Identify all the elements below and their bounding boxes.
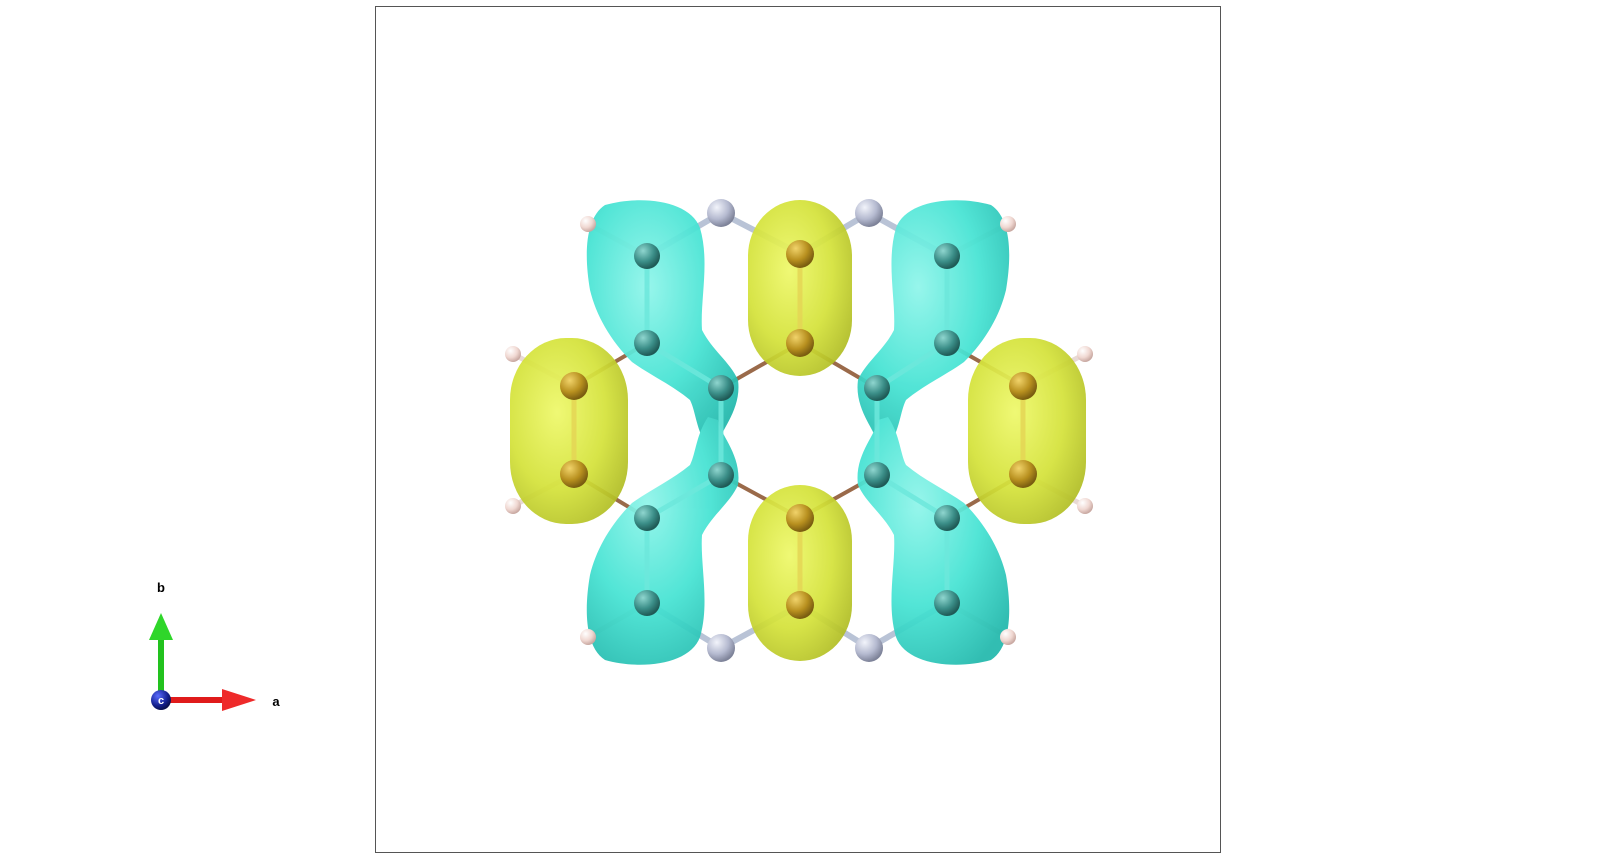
nitrogen-atom[interactable] <box>855 634 883 662</box>
cyan-lobe-lower-right <box>857 417 1010 665</box>
cyan-lobe-upper-left <box>586 200 739 448</box>
axis-c-label: c <box>158 695 164 707</box>
carbon-atom[interactable] <box>934 243 960 269</box>
nitrogen-atom[interactable] <box>707 634 735 662</box>
axis-b-arrowhead <box>149 613 173 640</box>
yellow-lobe-right <box>968 338 1086 524</box>
boron-atom[interactable] <box>1009 372 1037 400</box>
axis-c-dot <box>151 690 171 710</box>
yellow-lobe-left <box>510 338 628 524</box>
nitrogen-atom[interactable] <box>707 199 735 227</box>
carbon-atom[interactable] <box>934 505 960 531</box>
carbon-atom[interactable] <box>708 462 734 488</box>
hydrogen-atom[interactable] <box>505 346 521 362</box>
axes-indicator: c b a <box>149 580 280 711</box>
hydrogen-atom[interactable] <box>1077 498 1093 514</box>
boron-atom[interactable] <box>560 460 588 488</box>
carbon-atom[interactable] <box>634 505 660 531</box>
hydrogen-atom[interactable] <box>580 216 596 232</box>
axis-b-shaft <box>158 635 164 700</box>
carbon-atom[interactable] <box>634 590 660 616</box>
carbon-atom[interactable] <box>864 462 890 488</box>
nitrogen-atom[interactable] <box>855 199 883 227</box>
carbon-atom[interactable] <box>934 590 960 616</box>
inner-bonds <box>571 251 1026 608</box>
axis-a-shaft <box>163 697 225 703</box>
boron-atom[interactable] <box>786 591 814 619</box>
boron-atom[interactable] <box>786 240 814 268</box>
hydrogen-atom[interactable] <box>1000 629 1016 645</box>
boron-atom[interactable] <box>786 504 814 532</box>
boron-atom[interactable] <box>786 329 814 357</box>
carbon-atom[interactable] <box>934 330 960 356</box>
hydrogen-atom[interactable] <box>505 498 521 514</box>
hydrogen-atom[interactable] <box>1000 216 1016 232</box>
atoms <box>505 199 1093 662</box>
boron-atom[interactable] <box>1009 460 1037 488</box>
boron-atom[interactable] <box>560 372 588 400</box>
axis-a-arrowhead <box>222 689 256 711</box>
hydrogen-atom[interactable] <box>580 629 596 645</box>
carbon-atom[interactable] <box>864 375 890 401</box>
carbon-atom[interactable] <box>634 330 660 356</box>
unit-cell-frame <box>375 6 1221 853</box>
cyan-lobe-upper-right <box>857 200 1010 448</box>
axis-b-label: b <box>157 580 165 595</box>
carbon-atom[interactable] <box>634 243 660 269</box>
axis-a-label: a <box>272 694 280 709</box>
cyan-lobe-lower-left <box>586 417 739 665</box>
negative-isosurface <box>586 200 1010 665</box>
carbon-atom[interactable] <box>708 375 734 401</box>
hydrogen-atom[interactable] <box>1077 346 1093 362</box>
